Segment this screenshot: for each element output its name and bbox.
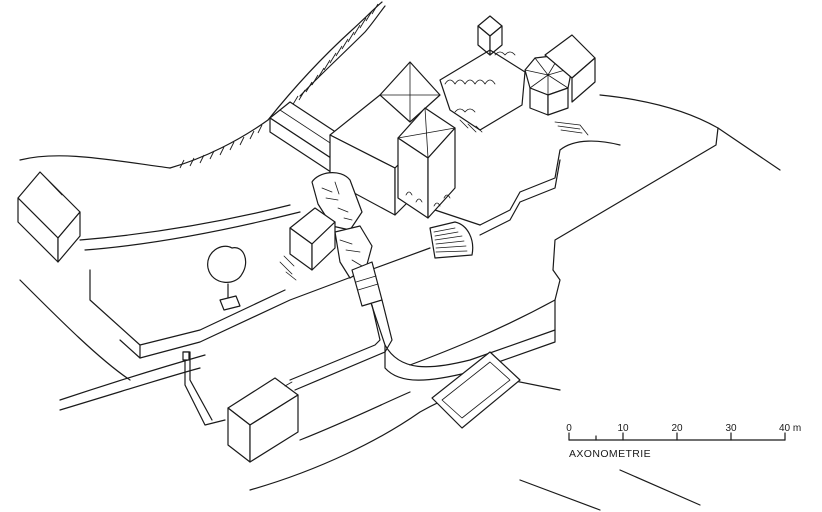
- rock-cliff-ridge: [169, 1, 386, 169]
- tree: [207, 245, 247, 311]
- scale-label: 10: [617, 423, 629, 434]
- terrace-stairs-curved: [429, 221, 474, 259]
- church-tower: [379, 61, 456, 219]
- scale-label: 0: [566, 423, 572, 434]
- scale-label: 30: [725, 423, 737, 434]
- drawing-caption: AXONOMETRIE: [569, 448, 651, 460]
- barn-building-left: [17, 171, 81, 263]
- scale-bar: 0 10 20 30 40 m: [566, 423, 801, 441]
- cloister-stairs: [554, 121, 589, 136]
- scale-label: 20: [671, 423, 683, 434]
- cloister-ruins: [439, 15, 526, 133]
- scale-label: 40 m: [779, 423, 801, 434]
- central-rock-and-gatehouse: [279, 172, 383, 307]
- terrain-outline: [19, 94, 781, 511]
- scale-bar-labels: 0 10 20 30 40 m: [566, 423, 801, 434]
- scale-bar-ticks: [568, 432, 786, 441]
- walled-path: [182, 299, 393, 426]
- walled-basin: [431, 351, 521, 429]
- lower-building: [227, 377, 299, 463]
- octagonal-chapel: [524, 34, 596, 116]
